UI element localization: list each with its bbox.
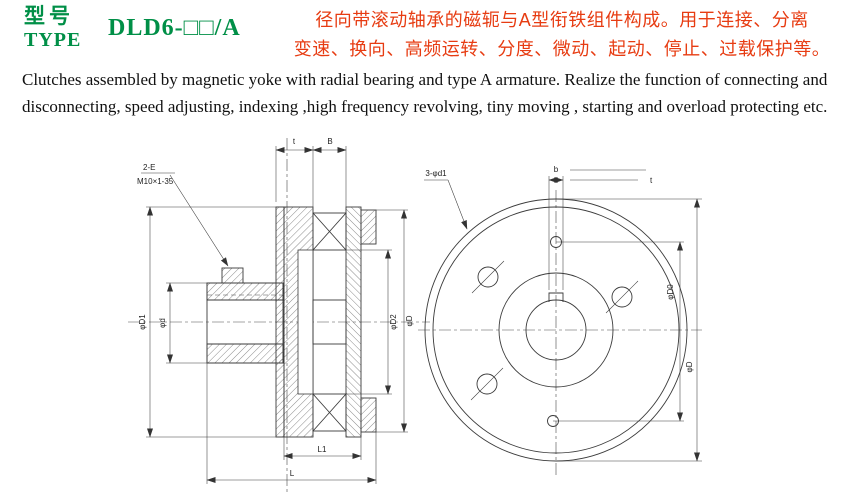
keyway	[548, 292, 564, 302]
hub-circle	[498, 272, 614, 388]
holes-callout: 3-φd1	[424, 169, 468, 230]
chinese-description-line2: 变速、换向、高频运转、分度、微动、起动、停止、过载保护等。	[293, 39, 831, 59]
type-label-en: TYPE	[24, 29, 82, 51]
collar-section	[221, 267, 244, 284]
mounting-holes	[470, 260, 639, 401]
english-description-line1: Clutches assembled by magnetic yoke with…	[22, 70, 828, 89]
english-description: Clutches assembled by magnetic yoke with…	[22, 66, 827, 120]
dim-label-keyway-depth: t	[650, 176, 653, 185]
dim-left-hub: φd	[158, 282, 207, 364]
dim-top: t B	[275, 137, 347, 207]
front-view: 3-φd1 b t φD0	[418, 165, 702, 476]
dim-outer-circle: φD	[556, 198, 702, 462]
dim-label-right-outer: φD	[405, 315, 414, 326]
dim-label-keyway-width: b	[554, 165, 559, 174]
thread-callout-line1: 2-E	[143, 163, 155, 172]
section-view: φD1 φd φD2 φD	[128, 137, 430, 492]
thread-callout-line2: M10×1-35	[137, 177, 174, 186]
dim-bottom: L1 L	[206, 363, 377, 484]
thread-callout: 2-E M10×1-35	[137, 163, 229, 267]
bore-circle	[525, 299, 587, 361]
dim-right-inner: φD2	[346, 249, 398, 395]
dim-label-top-left: t	[293, 137, 296, 146]
dim-label-outer-dia: φD	[685, 361, 694, 372]
type-label-cn: 型号	[24, 5, 74, 28]
dim-label-right-inner: φD2	[389, 314, 398, 330]
dim-label-pitch-dia: φD0	[666, 284, 675, 300]
dim-label-bottom-inner: L1	[318, 445, 327, 454]
dim-label-left-outer: φD1	[138, 314, 147, 330]
chinese-description: 径向带滚动轴承的磁轭与A型衔铁组件构成。用于连接、分离 变速、换向、高频运转、分…	[274, 6, 850, 64]
armature-section	[345, 206, 362, 438]
dim-label-bottom-outer: L	[290, 469, 295, 478]
bearing-bottom	[312, 393, 347, 432]
dim-label-left-hub: φd	[158, 318, 167, 328]
technical-drawings: φD1 φd φD2 φD	[128, 137, 702, 492]
chinese-description-line1: 径向带滚动轴承的磁轭与A型衔铁组件构成。用于连接、分离	[315, 10, 809, 30]
ring-block-top	[360, 209, 377, 245]
hub-lower-section	[206, 343, 284, 364]
dim-left-outer: φD1	[138, 206, 284, 438]
dim-label-top-right: B	[327, 137, 332, 146]
type-label-block: 型号 TYPE	[24, 5, 81, 52]
bearing-top	[312, 212, 347, 251]
model-number: DLD6-□□/A	[108, 15, 241, 41]
english-description-line2: disconnecting, speed adjusting, indexing…	[22, 97, 828, 116]
ring-block-bottom	[360, 397, 377, 433]
dim-right-outer: φD	[376, 209, 414, 433]
hub-upper-section	[206, 282, 284, 301]
coil-slot	[297, 249, 314, 395]
holes-callout-label: 3-φd1	[425, 169, 447, 178]
flange-web-section	[275, 206, 285, 438]
dim-keyway: b t	[548, 165, 653, 290]
dim-pitch-circle: φD0	[553, 241, 684, 422]
